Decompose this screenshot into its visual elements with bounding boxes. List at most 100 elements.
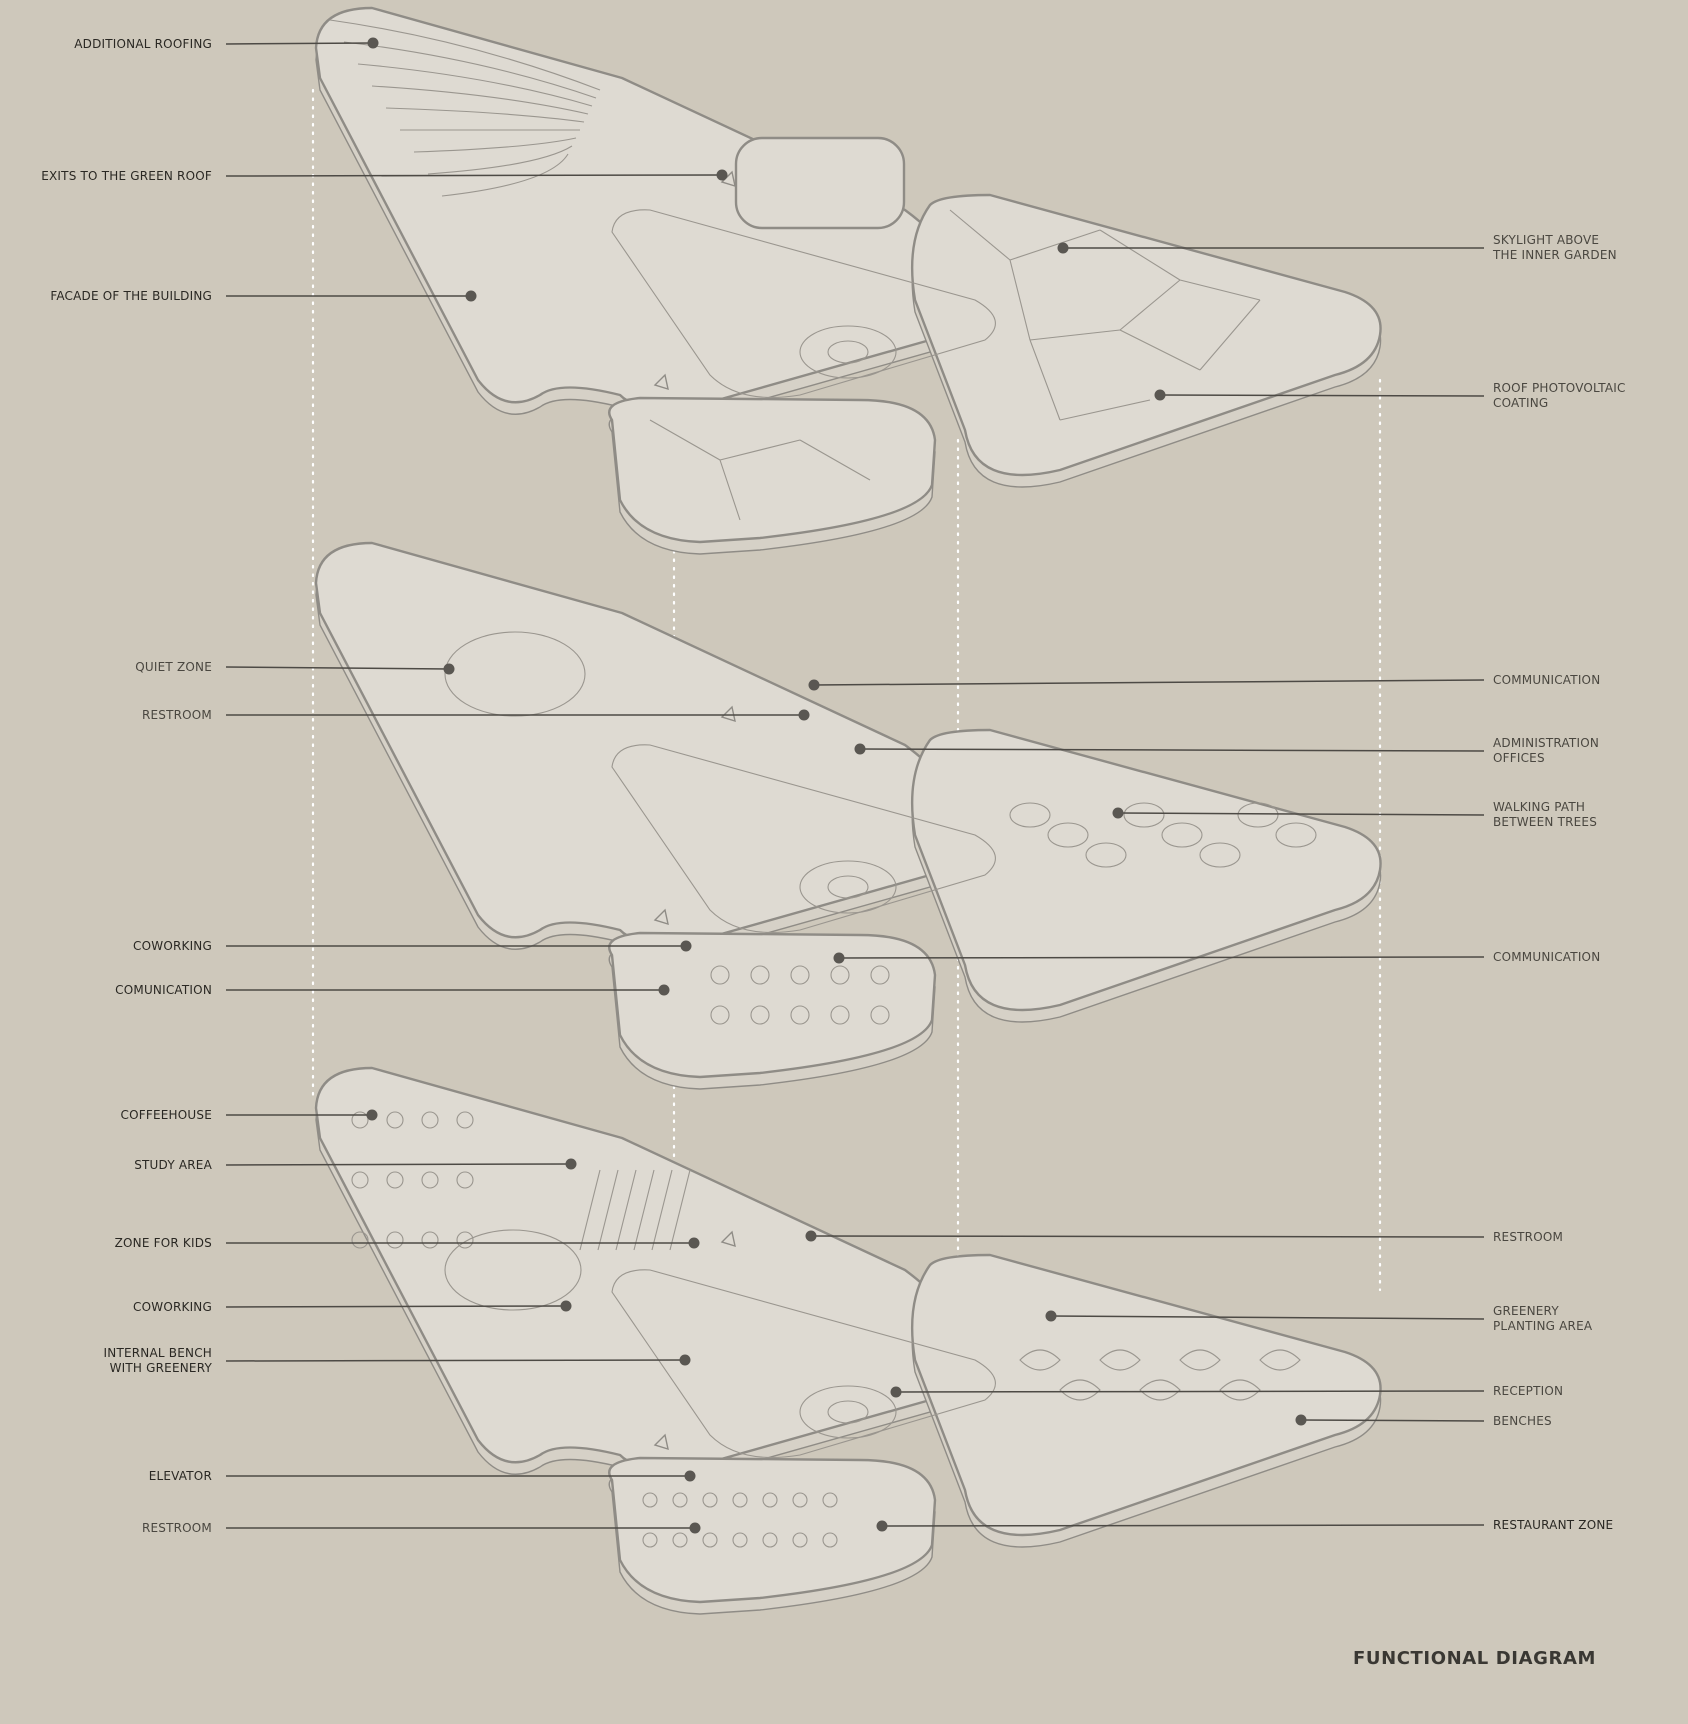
roof-grid-line bbox=[427, 145, 573, 175]
label-second-floor-left-3: COMUNICATION bbox=[115, 982, 212, 997]
restaurant-table bbox=[762, 1532, 778, 1548]
exit-marker bbox=[653, 908, 669, 926]
label-ground-floor-left-6: RESTROOM bbox=[141, 1520, 212, 1535]
label-ground-floor-right-2: RECEPTION bbox=[1493, 1383, 1564, 1398]
communication-table bbox=[790, 1005, 810, 1025]
left-wing bbox=[314, 1066, 961, 1470]
label-second-floor-left-1: RESTROOM bbox=[141, 707, 212, 722]
central-garden-circle bbox=[799, 325, 897, 379]
leader-dot bbox=[684, 1470, 696, 1482]
leader-dot bbox=[565, 1158, 577, 1170]
leader-line bbox=[225, 1163, 572, 1166]
label-roof-left-2: FACADE OF THE BUILDING bbox=[50, 288, 212, 303]
leader-dot bbox=[890, 1386, 902, 1398]
greenery-bed bbox=[1059, 1379, 1101, 1401]
label-leaders bbox=[225, 37, 1485, 1534]
label-second-floor-left-0: QUIET ZONE bbox=[135, 659, 212, 674]
exit-marker bbox=[720, 1230, 736, 1248]
cafe-table bbox=[386, 1111, 404, 1129]
leader-line bbox=[225, 666, 450, 670]
restaurant-table bbox=[792, 1532, 808, 1548]
bookshelf bbox=[669, 1169, 691, 1251]
cafe-table bbox=[386, 1171, 404, 1189]
tree-planter bbox=[1009, 802, 1051, 828]
leader-dot bbox=[1045, 1310, 1057, 1322]
exit-marker bbox=[653, 373, 669, 391]
restaurant-table bbox=[702, 1532, 718, 1548]
label-second-floor-right-2: WALKING PATH BETWEEN TREES bbox=[1493, 800, 1598, 829]
leader-line bbox=[1300, 1419, 1485, 1422]
label-second-floor-right-0: COMMUNICATION bbox=[1493, 672, 1601, 687]
label-ground-floor-left-5: ELEVATOR bbox=[148, 1468, 212, 1483]
label-second-floor-right-3: COMMUNICATION bbox=[1493, 949, 1601, 964]
central-garden-core bbox=[827, 340, 869, 364]
leader-dot bbox=[560, 1300, 572, 1312]
label-ground-floor-left-1: STUDY AREA bbox=[134, 1157, 212, 1172]
pv-panel-edge bbox=[719, 439, 801, 461]
greenery-bed bbox=[1019, 1349, 1061, 1371]
leader-dot bbox=[1112, 807, 1124, 819]
pv-panel-edge bbox=[949, 209, 1011, 261]
leader-dot bbox=[679, 1354, 691, 1366]
quiet-zone-circle bbox=[444, 631, 586, 717]
study-area-circle bbox=[444, 1229, 582, 1311]
tree-planter bbox=[1123, 802, 1165, 828]
roof-grid-line bbox=[357, 63, 593, 107]
tree-planter bbox=[1161, 822, 1203, 848]
label-ground-floor-left-3: COWORKING bbox=[133, 1299, 212, 1314]
leader-dot bbox=[716, 169, 728, 181]
pv-panel-edge bbox=[649, 419, 721, 461]
roof-grid-line bbox=[343, 41, 597, 99]
cafe-table bbox=[456, 1171, 474, 1189]
pv-panel-edge bbox=[1009, 229, 1101, 261]
restaurant-table bbox=[672, 1492, 688, 1508]
leader-dot bbox=[688, 1237, 700, 1249]
central-garden-circle bbox=[799, 860, 897, 914]
bookshelf bbox=[633, 1169, 655, 1251]
cafe-table bbox=[456, 1111, 474, 1129]
leader-line bbox=[225, 1359, 686, 1362]
leader-dot bbox=[443, 663, 455, 675]
tree-planter bbox=[1275, 822, 1317, 848]
cafe-table bbox=[421, 1231, 439, 1249]
label-ground-floor-left-0: COFFEEHOUSE bbox=[120, 1107, 212, 1122]
cafe-table bbox=[421, 1171, 439, 1189]
leader-line bbox=[813, 679, 1485, 686]
courtyard-outline bbox=[611, 1269, 996, 1458]
leader-dot bbox=[854, 743, 866, 755]
level-ground-floor bbox=[314, 1066, 1382, 1615]
tree-planter bbox=[1085, 842, 1127, 868]
leader-dot bbox=[805, 1230, 817, 1242]
label-ground-floor-left-4: INTERNAL BENCH WITH GREENERY bbox=[103, 1346, 212, 1375]
bottom-pod bbox=[608, 396, 937, 544]
cafe-table bbox=[421, 1111, 439, 1129]
roof-grid-line bbox=[329, 19, 601, 91]
pv-panel-edge bbox=[1119, 329, 1201, 371]
label-second-floor-left-2: COWORKING bbox=[133, 938, 212, 953]
building-levels bbox=[314, 6, 1382, 1615]
pv-panel-edge bbox=[1009, 259, 1031, 341]
restaurant-table bbox=[822, 1492, 838, 1508]
leader-dot bbox=[680, 940, 692, 952]
central-garden-core bbox=[827, 875, 869, 899]
label-roof-right-0: SKYLIGHT ABOVE THE INNER GARDEN bbox=[1493, 233, 1617, 262]
greenery-bed bbox=[1139, 1379, 1181, 1401]
pv-panel-edge bbox=[1199, 299, 1261, 371]
label-ground-floor-right-1: GREENERY PLANTING AREA bbox=[1493, 1304, 1593, 1333]
label-roof-left-0: ADDITIONAL ROOFING bbox=[74, 36, 212, 51]
greenery-bed bbox=[1099, 1349, 1141, 1371]
tree-planter bbox=[1047, 822, 1089, 848]
greenery-bed bbox=[1179, 1349, 1221, 1371]
restaurant-table bbox=[672, 1532, 688, 1548]
leader-line bbox=[1117, 812, 1485, 816]
cafe-table bbox=[351, 1231, 369, 1249]
exit-marker bbox=[653, 1433, 669, 1451]
restaurant-table bbox=[732, 1532, 748, 1548]
greenery-bed bbox=[1219, 1379, 1261, 1401]
bookshelf bbox=[579, 1169, 601, 1251]
cafe-table bbox=[351, 1171, 369, 1189]
leader-dot bbox=[366, 1109, 378, 1121]
pv-panel-edge bbox=[1179, 279, 1261, 301]
